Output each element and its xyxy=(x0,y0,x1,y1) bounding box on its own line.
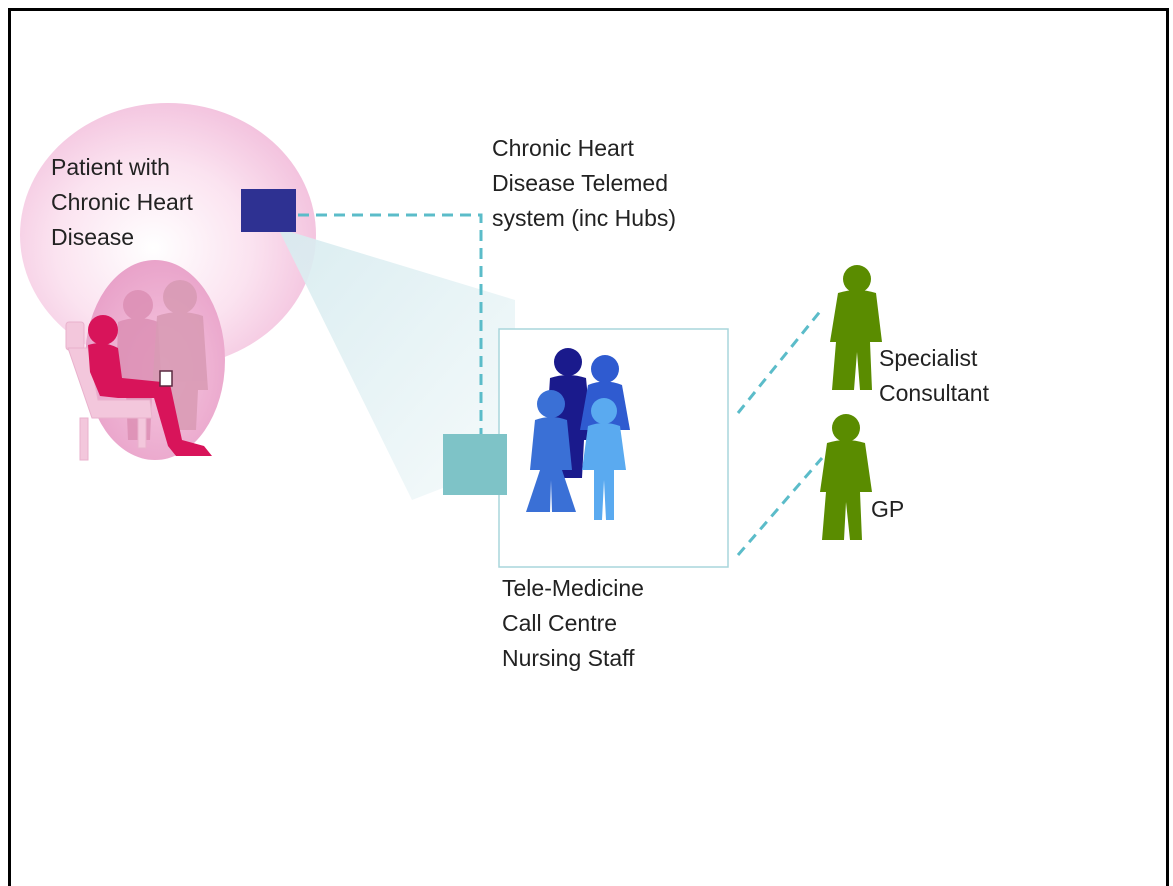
call-centre-label: Tele-Medicine Call Centre Nursing Staff xyxy=(502,571,644,676)
chair-icon xyxy=(65,321,153,461)
call-centre-label-line: Tele-Medicine xyxy=(502,575,644,601)
link-specialist xyxy=(736,308,824,414)
nurse-icon xyxy=(526,390,576,512)
specialist-icon xyxy=(830,265,882,390)
telemed-system-label: Chronic Heart Disease Telemed system (in… xyxy=(492,131,676,236)
specialist-label: Specialist Consultant xyxy=(879,341,989,411)
gp-icon xyxy=(820,414,872,540)
link-gp xyxy=(736,457,824,556)
patient-bubble xyxy=(20,103,316,367)
gp-label: GP xyxy=(871,492,904,527)
specialist-label-line: Specialist xyxy=(879,345,978,371)
patient-icon xyxy=(88,315,212,456)
call-centre-label-line: Call Centre xyxy=(502,610,618,636)
nursing-staff-group xyxy=(526,348,630,520)
handheld-device-icon xyxy=(159,370,173,387)
telemed-link xyxy=(298,213,483,440)
call-centre-label-line: Nursing Staff xyxy=(502,645,635,671)
specialist-label-line: Consultant xyxy=(879,380,989,406)
telemed-system-label-line: Disease Telemed xyxy=(492,170,669,196)
data-beam xyxy=(278,228,515,500)
patient-label-line: Patient with xyxy=(51,154,170,180)
telemed-system-label-line: system (inc Hubs) xyxy=(492,205,677,231)
nurse-icon xyxy=(582,398,626,520)
patient-group xyxy=(20,103,316,461)
telemed-system-label-line: Chronic Heart xyxy=(492,135,634,161)
patient-label: Patient with Chronic Heart Disease xyxy=(51,150,193,255)
home-telemed-device xyxy=(241,189,296,232)
patient-label-line: Disease xyxy=(51,224,135,250)
gp-label-text: GP xyxy=(871,496,905,522)
patient-label-line: Chronic Heart xyxy=(51,189,193,215)
call-centre-hub xyxy=(443,434,507,495)
